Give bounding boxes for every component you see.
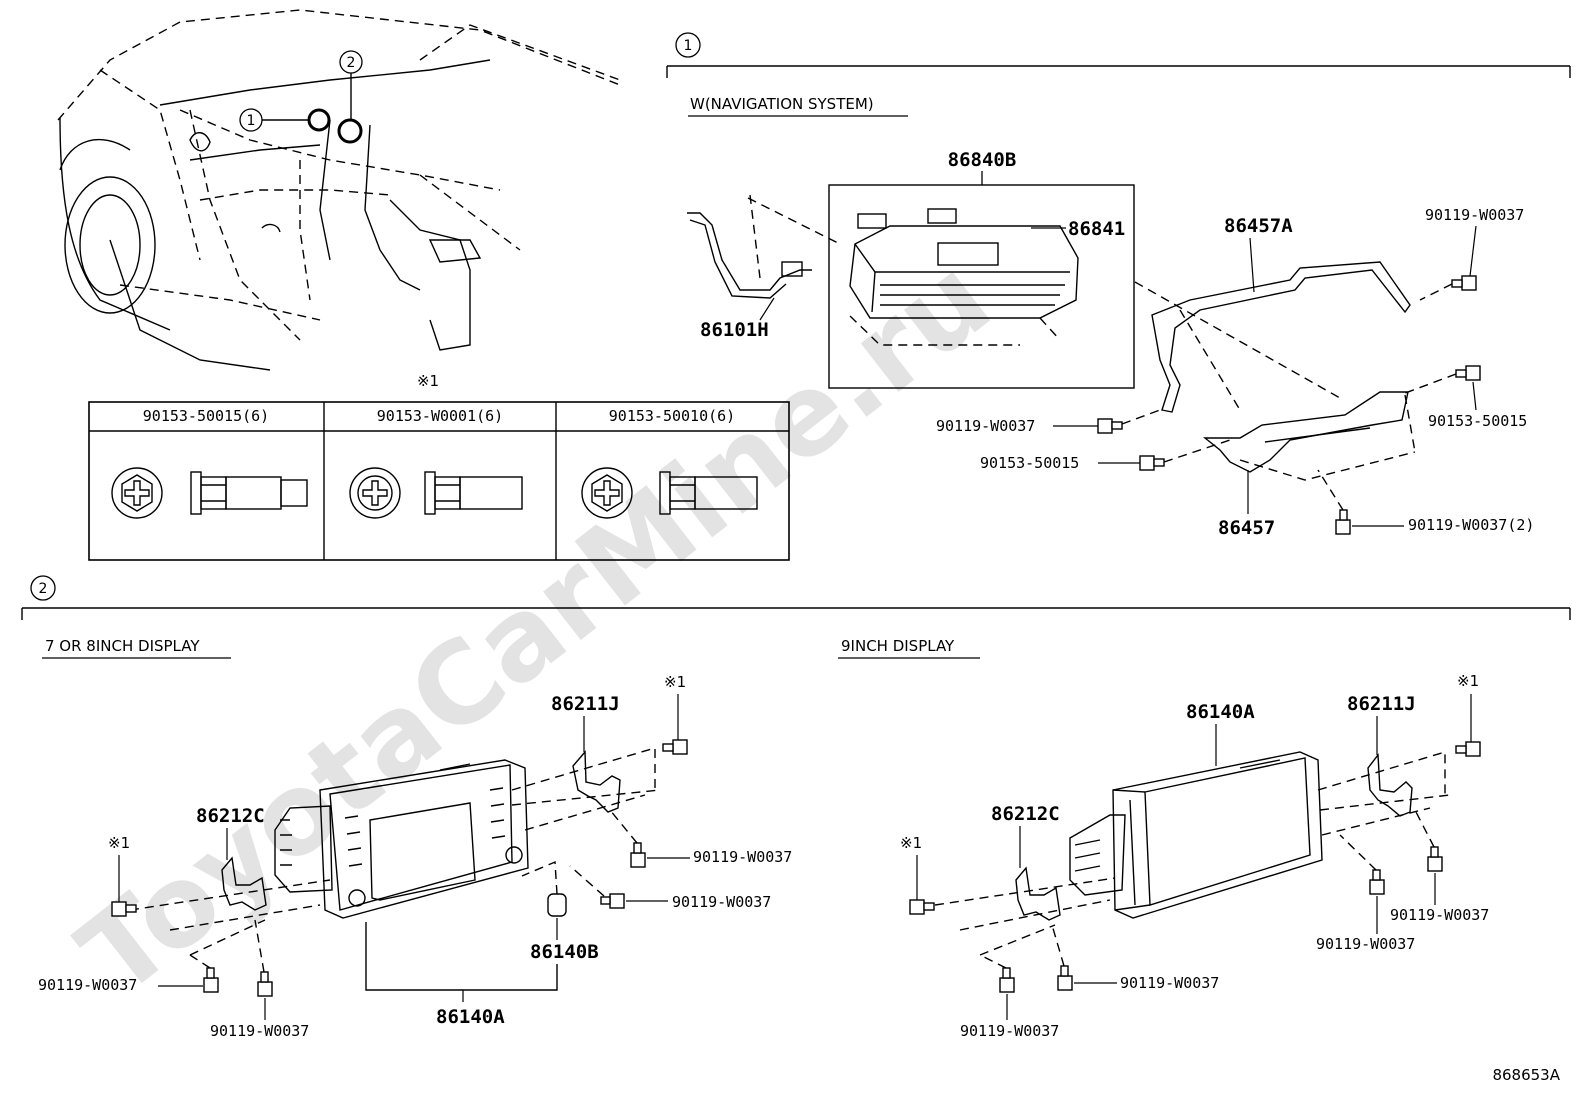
navigation-ecu-unit (849, 208, 1079, 346)
bracket-86457A (1134, 261, 1411, 413)
location-circle-1 (307, 108, 331, 132)
part-86211J-right: 86211J (1347, 693, 1416, 715)
bolt-label-s1-2: 90153-50015 (1428, 412, 1527, 430)
bolt-label-l-1: 90119-W0037 (693, 848, 792, 866)
part-86212C-right: 86212C (991, 803, 1060, 825)
bolt-icon-l-4 (254, 919, 273, 997)
bolt-icon-r-3 (979, 954, 1015, 993)
section1-marker: 1 (675, 32, 701, 58)
bolt-icon-s1-5 (1317, 469, 1351, 535)
bracket-86211J-left (511, 747, 661, 831)
bolt-label-l-4: 90119-W0037 (210, 1022, 309, 1040)
bolt-label-s1-4: 90153-50015 (980, 454, 1079, 472)
bolt-head-icon-3 (581, 467, 633, 519)
bolt-table-header-2: 90153-W0001(6) (377, 407, 503, 425)
bolt-icon-l-2 (569, 865, 625, 909)
subtitle-7-8-inch: 7 OR 8INCH DISPLAY (45, 637, 200, 655)
bolt-label-s1-1: 90119-W0037 (1425, 206, 1524, 224)
svg-text:1: 1 (247, 113, 256, 129)
bolt-label-l-3: 90119-W0037 (38, 976, 137, 994)
part-86457: 86457 (1218, 517, 1275, 539)
knob-86140B (521, 860, 567, 917)
bracket-86212C-left (129, 856, 331, 956)
part-86101H: 86101H (700, 319, 769, 341)
location-circle-2 (337, 118, 363, 144)
bolt-icon-s1-3 (1097, 409, 1161, 434)
svg-text:2: 2 (39, 581, 48, 597)
bracket-86457 (1203, 391, 1416, 481)
bolt-label-l-2: 90119-W0037 (672, 893, 771, 911)
bolt-side-icon-1 (190, 471, 308, 515)
bolt-head-icon-2 (349, 467, 401, 519)
diagram-code: 868653A (1492, 1066, 1560, 1084)
bolt-label-s1-5: 90119-W0037(2) (1408, 516, 1534, 534)
section1-bracket (666, 65, 1571, 78)
display-unit-7-8-inch (274, 759, 529, 919)
section2-marker: 2 (30, 575, 56, 601)
part-86841: 86841 (1068, 218, 1125, 240)
bolt-table (88, 401, 790, 561)
bolt-label-s1-3: 90119-W0037 (936, 417, 1035, 435)
subtitle-9-inch: 9INCH DISPLAY (841, 637, 955, 655)
bolt-icon-s1-2 (1399, 365, 1481, 396)
vehicle-interior-sketch (57, 9, 621, 371)
bolt-icon-r-2 (1339, 834, 1385, 895)
bolt-icon-r-4 (1051, 924, 1073, 991)
bolt-side-icon-2 (424, 471, 523, 515)
bolt-table-header-3: 90153-50010(6) (609, 407, 735, 425)
note-left-top: ※1 (664, 673, 686, 691)
part-86140A-right: 86140A (1186, 701, 1255, 723)
leader-86140A-left (365, 922, 558, 991)
bolt-label-r-1: 90119-W0037 (1390, 906, 1489, 924)
part-86140B-left: 86140B (530, 941, 599, 963)
svg-text:2: 2 (347, 55, 356, 71)
bolt-table-header-1: 90153-50015(6) (143, 407, 269, 425)
part-86140A-left: 86140A (436, 1006, 505, 1028)
note-right-side: ※1 (900, 834, 922, 852)
part-86457A: 86457A (1224, 215, 1293, 237)
display-unit-9-inch (1069, 751, 1323, 919)
vehicle-marker-2: 2 (339, 50, 363, 74)
part-86211J-left: 86211J (551, 693, 620, 715)
bolt-label-r-2: 90119-W0037 (1316, 935, 1415, 953)
part-86212C-left: 86212C (196, 805, 265, 827)
wire-harness-86101H (687, 194, 841, 299)
bolt-head-icon-1 (111, 467, 163, 519)
bolt-icon-s1-1 (1419, 275, 1477, 301)
bolt-label-r-4: 90119-W0037 (1120, 974, 1219, 992)
part-86840B: 86840B (948, 149, 1017, 171)
bolt-icon-l-3 (189, 954, 219, 993)
bracket-86212C-right (934, 866, 1116, 956)
section1-subtitle: W(NAVIGATION SYSTEM) (690, 95, 874, 113)
note-right-top: ※1 (1457, 672, 1479, 690)
bolt-icon-l-1 (609, 809, 646, 868)
bolt-side-icon-3 (659, 471, 758, 515)
note-left-side: ※1 (108, 834, 130, 852)
bolt-label-r-3: 90119-W0037 (960, 1022, 1059, 1040)
bolt-icon-r-top (1455, 741, 1481, 757)
bolt-icon-s1-4 (1139, 439, 1231, 471)
bolt-icon-r-1 (1414, 809, 1443, 872)
bolt-icon-l-top (662, 739, 688, 755)
bolt-icon-r-side (909, 899, 935, 915)
bolt-table-note: ※1 (417, 372, 439, 390)
bolt-icon-l-side (111, 901, 137, 917)
section2-bracket (21, 607, 1571, 620)
svg-text:1: 1 (684, 38, 693, 54)
vehicle-marker-1: 1 (239, 108, 263, 132)
bracket-86211J-right (1317, 751, 1451, 836)
watermark: ToyotaCarMine.ru (57, 233, 1015, 1021)
